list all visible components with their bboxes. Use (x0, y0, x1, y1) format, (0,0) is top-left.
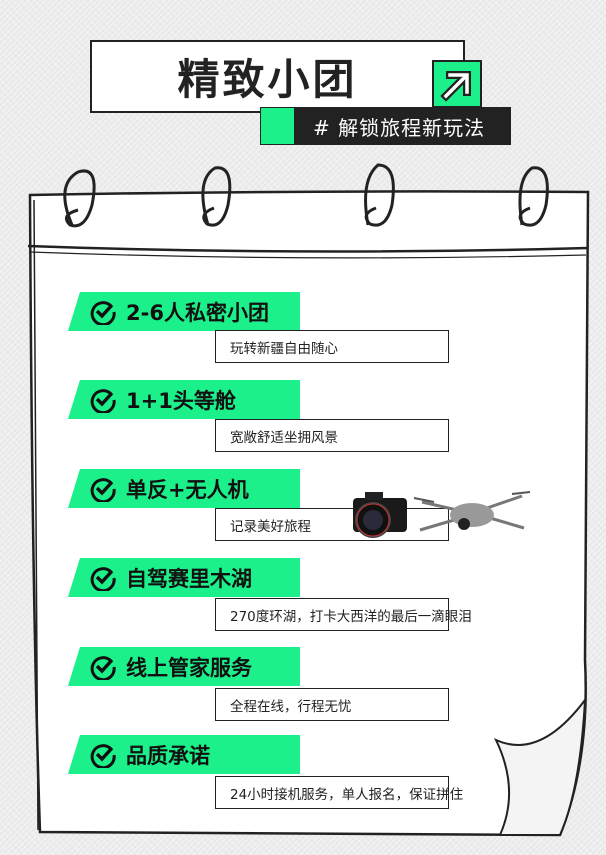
check-circle-icon (90, 743, 116, 768)
tagline: # 解锁旅程新玩法 (313, 116, 486, 140)
binder-rings (63, 163, 549, 228)
tag-bar (260, 107, 511, 145)
check-circle-icon (90, 477, 116, 502)
feature-desc-3: 记录美好旅程 (215, 508, 449, 541)
feature-desc-5: 全程在线，行程无忧 (215, 688, 449, 721)
feature-desc-4: 270度环湖，打卡大西洋的最后一滴眼泪 (215, 598, 472, 631)
page-title: 精致小团 (177, 55, 358, 104)
check-circle-icon (90, 566, 116, 591)
feature-desc-1: 玩转新疆自由随心 (215, 330, 449, 363)
page-curl (493, 696, 587, 836)
check-circle-icon (90, 388, 116, 413)
check-circle-icon (90, 655, 116, 680)
arrow-up-right-icon (432, 60, 482, 108)
feature-desc-6: 24小时接机服务，单人报名，保证拼住 (215, 776, 463, 809)
feature-title-1: 2-6人私密小团 (68, 292, 300, 331)
tag-accent-square (261, 108, 294, 144)
feature-desc-2: 宽敞舒适坐拥风景 (215, 419, 449, 452)
feature-title-3: 单反+无人机 (68, 469, 300, 508)
feature-title-6: 品质承诺 (68, 735, 300, 774)
drone-image (413, 491, 531, 532)
feature-title-2: 1+1头等舱 (68, 380, 300, 419)
feature-title-4: 自驾赛里木湖 (68, 558, 300, 597)
feature-title-5: 线上管家服务 (68, 647, 300, 686)
check-circle-icon (90, 300, 116, 325)
camera-image (353, 492, 407, 538)
title-box: 精致小团 (90, 40, 465, 113)
